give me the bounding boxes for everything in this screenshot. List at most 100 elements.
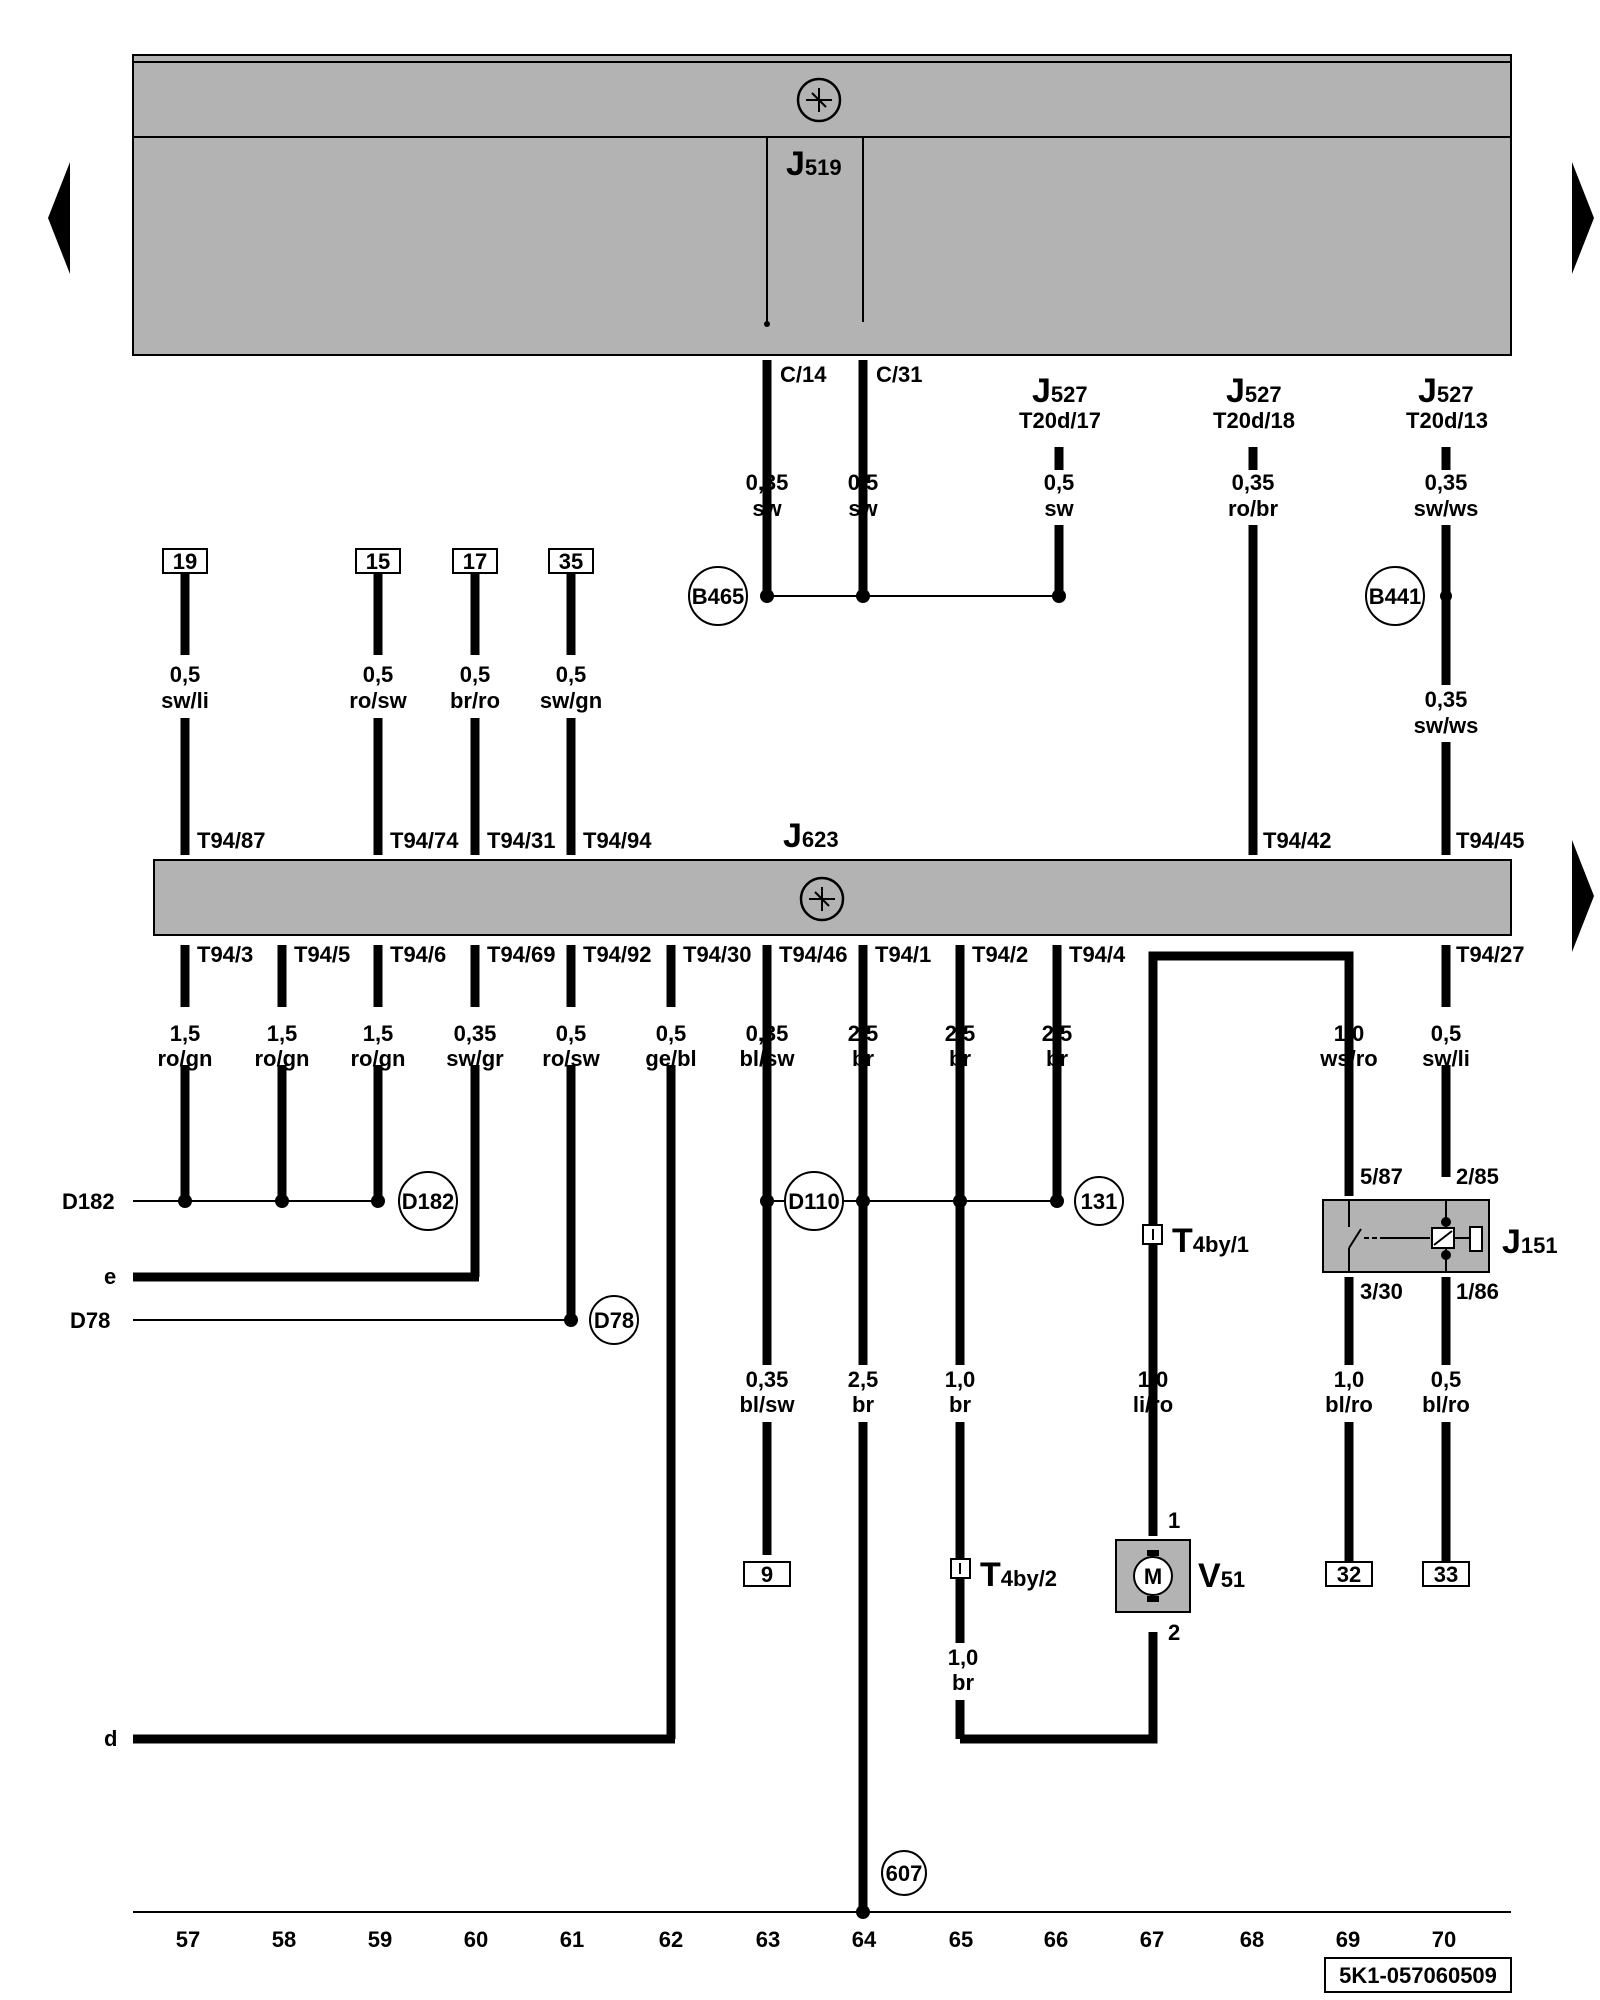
ground-607: 607 <box>856 1850 927 1919</box>
j151-relay: 5/87 2/85 J151 3/30 1/86 <box>1322 1070 1558 1562</box>
svg-text:0,5: 0,5 <box>460 662 491 687</box>
svg-text:sw/gr: sw/gr <box>446 1046 504 1071</box>
svg-text:1: 1 <box>1168 1508 1180 1533</box>
left-input-35: 35 0,5 sw/gn <box>540 548 602 855</box>
svg-text:br: br <box>949 1392 971 1417</box>
ref-e: e <box>104 1264 116 1289</box>
svg-text:B465: B465 <box>692 584 745 609</box>
svg-text:C/14: C/14 <box>780 362 827 387</box>
j527-ref-1: J527 T20d/17 0,5 sw <box>1019 372 1101 595</box>
svg-text:T94/5: T94/5 <box>294 942 350 967</box>
svg-text:br: br <box>852 1392 874 1417</box>
svg-text:T4by/2: T4by/2 <box>980 1556 1057 1594</box>
lower-wire-labels: 0,35 bl/sw 2,5 br 1,0 br 1,0 li/ro 1,0 b… <box>739 1367 1469 1695</box>
svg-text:br: br <box>949 1046 971 1071</box>
svg-text:1,0: 1,0 <box>945 1367 976 1392</box>
svg-text:57: 57 <box>176 1927 200 1952</box>
svg-text:T94/27: T94/27 <box>1456 942 1525 967</box>
svg-text:br: br <box>1046 1046 1068 1071</box>
svg-text:1,5: 1,5 <box>170 1021 201 1046</box>
svg-text:32: 32 <box>1337 1562 1361 1587</box>
svg-text:68: 68 <box>1240 1927 1264 1952</box>
left-input-19: 19 0,5 sw/li <box>161 548 209 855</box>
svg-text:J527: J527 <box>1032 372 1088 410</box>
v51-motor-circuit: T4by/1 1 2 M V51 <box>960 951 1354 1744</box>
svg-text:ro/sw: ro/sw <box>349 688 407 713</box>
svg-text:sw: sw <box>1044 496 1074 521</box>
ref-d182: D182 <box>62 1189 115 1214</box>
svg-text:sw/gn: sw/gn <box>540 688 602 713</box>
svg-text:bl/ro: bl/ro <box>1422 1392 1470 1417</box>
svg-text:9: 9 <box>761 1562 773 1587</box>
svg-text:ge/bl: ge/bl <box>645 1046 696 1071</box>
svg-text:D78: D78 <box>594 1308 634 1333</box>
svg-text:0,35: 0,35 <box>1425 470 1468 495</box>
svg-text:0,35: 0,35 <box>454 1021 497 1046</box>
svg-text:1,0: 1,0 <box>1334 1367 1365 1392</box>
j519-label: J519 <box>786 145 842 183</box>
svg-text:V51: V51 <box>1198 1557 1245 1595</box>
svg-text:17: 17 <box>463 549 487 574</box>
left-input-15: 15 0,5 ro/sw <box>349 548 408 855</box>
svg-text:M: M <box>1144 1564 1162 1589</box>
svg-text:D182: D182 <box>402 1189 455 1214</box>
j519-pin-c31: C/31 <box>858 360 922 595</box>
svg-text:D110: D110 <box>788 1189 839 1214</box>
j623-control-unit <box>153 859 1512 936</box>
wire-color: sw <box>752 496 782 521</box>
svg-text:5/87: 5/87 <box>1360 1164 1403 1189</box>
nav-next-arrow[interactable] <box>1572 162 1594 274</box>
svg-text:2/85: 2/85 <box>1456 1164 1499 1189</box>
svg-text:0,5: 0,5 <box>556 662 587 687</box>
splice-d182: D182 <box>133 1171 458 1231</box>
svg-text:T94/42: T94/42 <box>1263 828 1332 853</box>
connector-t4by2: T4by/2 <box>950 1556 1057 1594</box>
svg-text:br: br <box>852 1046 874 1071</box>
svg-text:J527: J527 <box>1418 372 1474 410</box>
svg-text:131: 131 <box>1081 1189 1118 1214</box>
svg-text:2,5: 2,5 <box>945 1021 976 1046</box>
svg-text:0,5: 0,5 <box>363 662 394 687</box>
terminal-box-9: 9 <box>743 1561 791 1587</box>
j519-pin-c14: C/14 <box>762 321 827 595</box>
nav-prev-arrow[interactable] <box>48 162 70 274</box>
svg-text:19: 19 <box>173 549 197 574</box>
svg-text:0,5: 0,5 <box>1044 470 1075 495</box>
svg-text:33: 33 <box>1434 1562 1458 1587</box>
svg-text:60: 60 <box>464 1927 488 1952</box>
svg-text:sw/ws: sw/ws <box>1414 713 1479 738</box>
svg-text:T94/2: T94/2 <box>972 942 1028 967</box>
j623-bottom-pins: T94/3 T94/5 T94/6 T94/69 T94/92 T94/30 T… <box>197 942 1525 967</box>
svg-text:T94/6: T94/6 <box>390 942 446 967</box>
bottom-wire-labels: 1,5 ro/gn 1,5 ro/gn 1,5 ro/gn 0,35 sw/gr… <box>158 1021 1470 1071</box>
svg-text:T94/3: T94/3 <box>197 942 253 967</box>
j527-ref-3: J527 T20d/13 0,35 sw/ws 0,35 sw/ws <box>1406 372 1488 855</box>
svg-text:3/30: 3/30 <box>1360 1279 1403 1304</box>
terminal-box-32: 32 <box>1325 1561 1373 1587</box>
wire-size: 0,35 <box>746 470 789 495</box>
svg-text:65: 65 <box>949 1927 973 1952</box>
svg-text:J527: J527 <box>1226 372 1282 410</box>
splice-b465: B465 <box>688 566 1066 626</box>
svg-text:70: 70 <box>1432 1927 1456 1952</box>
svg-text:0,35: 0,35 <box>746 1367 789 1392</box>
svg-text:T4by/1: T4by/1 <box>1172 1222 1249 1260</box>
nav-next-arrow-2[interactable] <box>1572 840 1594 952</box>
svg-text:67: 67 <box>1140 1927 1164 1952</box>
svg-text:0,5: 0,5 <box>170 662 201 687</box>
svg-text:C/31: C/31 <box>876 362 922 387</box>
svg-text:1/86: 1/86 <box>1456 1279 1499 1304</box>
svg-text:T94/1: T94/1 <box>875 942 931 967</box>
svg-text:35: 35 <box>559 549 583 574</box>
svg-text:69: 69 <box>1336 1927 1360 1952</box>
svg-text:T20d/13: T20d/13 <box>1406 408 1488 433</box>
ref-d78: D78 <box>70 1308 110 1333</box>
wire-size: 0,5 <box>848 470 879 495</box>
svg-text:64: 64 <box>852 1927 877 1952</box>
left-input-17: 17 0,5 br/ro <box>450 548 500 855</box>
svg-text:ro/gn: ro/gn <box>158 1046 213 1071</box>
svg-text:T94/69: T94/69 <box>487 942 556 967</box>
svg-text:5K1-057060509: 5K1-057060509 <box>1339 1963 1497 1988</box>
svg-text:B441: B441 <box>1369 584 1422 609</box>
